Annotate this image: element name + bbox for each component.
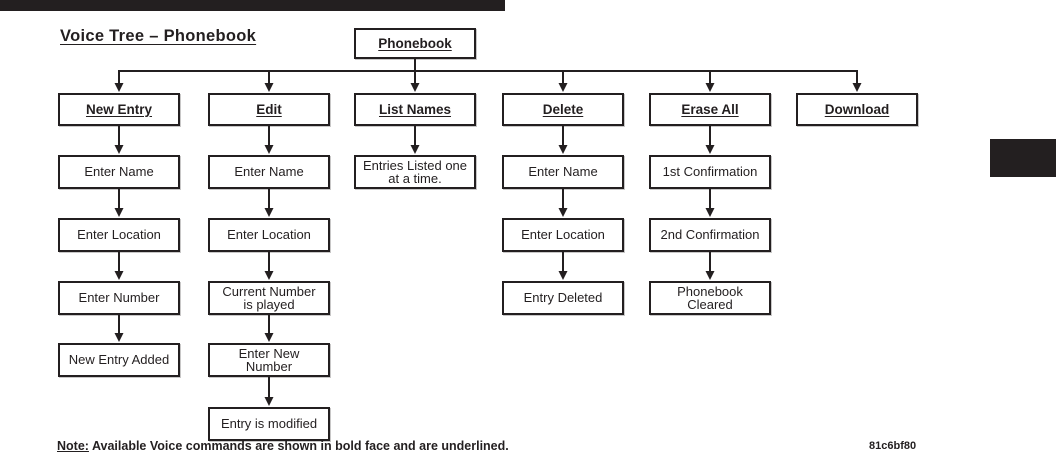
footnote-label: Note: <box>57 439 89 453</box>
node-enter-location: Enter Location <box>208 218 330 252</box>
top-black-bar <box>0 0 505 11</box>
node-enter-number: Enter Number <box>58 281 180 315</box>
node-enter-new-number: Enter New Number <box>208 343 330 377</box>
node-edit-label: Edit <box>256 101 282 117</box>
node-enter-new-number-label: Enter New Number <box>238 345 300 374</box>
footnote-text: Available Voice commands are shown in bo… <box>88 439 509 453</box>
node-list-names: List Names <box>354 93 476 126</box>
node-download-label: Download <box>824 101 890 117</box>
node-1st-confirmation: 1st Confirmation <box>649 155 771 189</box>
node-current-number-is-played-label: Current Number is played <box>222 283 316 312</box>
node-entry-is-modified-label: Entry is modified <box>220 416 318 432</box>
node-download: Download <box>796 93 918 126</box>
node-enter-name: Enter Name <box>58 155 180 189</box>
node-phonebook: Phonebook <box>354 28 476 59</box>
node-erase-all-label: Erase All <box>681 101 739 117</box>
node-phonebook-cleared: Phonebook Cleared <box>649 281 771 315</box>
node-entries-listed-one-at-a-time: Entries Listed one at a time. <box>354 155 476 189</box>
diagram-title: Voice Tree – Phonebook <box>60 27 257 45</box>
node-enter-name-label: Enter Name <box>84 164 154 180</box>
node-entry-deleted: Entry Deleted <box>502 281 624 315</box>
node-edit: Edit <box>208 93 330 126</box>
node-phonebook-cleared-label: Phonebook Cleared <box>677 283 743 312</box>
node-enter-location: Enter Location <box>58 218 180 252</box>
node-delete-label: Delete <box>542 101 584 117</box>
node-new-entry: New Entry <box>58 93 180 126</box>
node-1st-confirmation-label: 1st Confirmation <box>662 164 758 180</box>
node-entry-is-modified: Entry is modified <box>208 407 330 441</box>
node-enter-name-label: Enter Name <box>234 164 304 180</box>
footnote: Note: Available Voice commands are shown… <box>57 439 509 453</box>
node-enter-name: Enter Name <box>208 155 330 189</box>
node-enter-name: Enter Name <box>502 155 624 189</box>
node-phonebook-label: Phonebook <box>378 35 452 51</box>
node-enter-name-label: Enter Name <box>528 164 598 180</box>
node-enter-location-label: Enter Location <box>77 227 161 243</box>
node-delete: Delete <box>502 93 624 126</box>
node-entry-deleted-label: Entry Deleted <box>523 290 603 306</box>
node-enter-location: Enter Location <box>502 218 624 252</box>
node-enter-location-label: Enter Location <box>227 227 311 243</box>
figure-code: 81c6bf80 <box>869 440 917 452</box>
node-new-entry-label: New Entry <box>85 101 153 117</box>
node-list-names-label: List Names <box>378 101 452 117</box>
node-entries-listed-one-at-a-time-label: Entries Listed one at a time. <box>362 157 468 186</box>
node-new-entry-added-label: New Entry Added <box>68 352 170 368</box>
node-enter-location-label: Enter Location <box>521 227 605 243</box>
page-edge-tab <box>990 139 1056 177</box>
node-current-number-is-played: Current Number is played <box>208 281 330 315</box>
node-2nd-confirmation-label: 2nd Confirmation <box>660 227 760 243</box>
node-2nd-confirmation: 2nd Confirmation <box>649 218 771 252</box>
node-enter-number-label: Enter Number <box>78 290 160 306</box>
node-new-entry-added: New Entry Added <box>58 343 180 377</box>
node-erase-all: Erase All <box>649 93 771 126</box>
